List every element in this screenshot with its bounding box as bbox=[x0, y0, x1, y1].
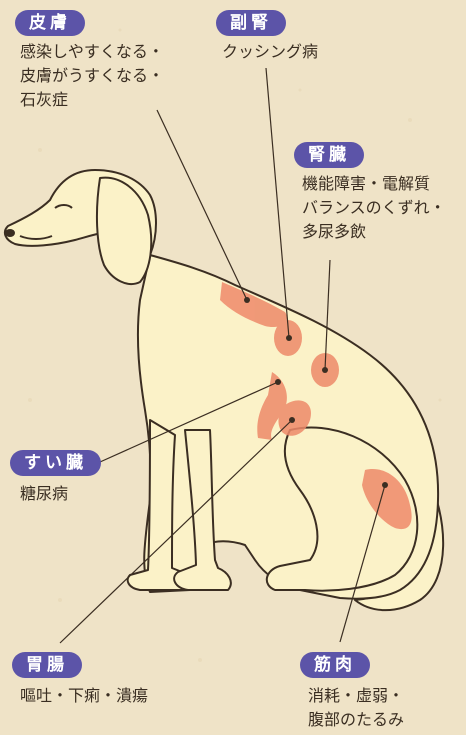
desc-skin: 感染しやすくなる・ 皮膚がうすくなる・ 石灰症 bbox=[20, 40, 164, 112]
label-skin: 皮膚 bbox=[15, 10, 85, 36]
desc-kidney-line-2: バランスのくずれ・ bbox=[302, 196, 446, 220]
label-kidney: 腎臓 bbox=[294, 142, 364, 168]
desc-gastro-line-1: 嘔吐・下痢・潰瘍 bbox=[20, 684, 148, 708]
desc-skin-line-3: 石灰症 bbox=[20, 88, 164, 112]
desc-muscle-line-1: 消耗・虚弱・ bbox=[308, 684, 404, 708]
desc-skin-line-2: 皮膚がうすくなる・ bbox=[20, 64, 164, 88]
label-gastro: 胃腸 bbox=[12, 652, 82, 678]
desc-kidney-line-3: 多尿多飲 bbox=[302, 220, 446, 244]
desc-kidney-line-1: 機能障害・電解質 bbox=[302, 172, 446, 196]
desc-skin-line-1: 感染しやすくなる・ bbox=[20, 40, 164, 64]
desc-adrenal: クッシング病 bbox=[222, 40, 318, 64]
desc-adrenal-line-1: クッシング病 bbox=[222, 40, 318, 64]
label-muscle: 筋肉 bbox=[300, 652, 370, 678]
desc-kidney: 機能障害・電解質 バランスのくずれ・ 多尿多飲 bbox=[302, 172, 446, 244]
desc-gastro: 嘔吐・下痢・潰瘍 bbox=[20, 684, 148, 708]
desc-muscle-line-2: 腹部のたるみ bbox=[308, 708, 404, 732]
label-adrenal: 副腎 bbox=[216, 10, 286, 36]
desc-pancreas-line-1: 糖尿病 bbox=[20, 482, 68, 506]
desc-muscle: 消耗・虚弱・ 腹部のたるみ bbox=[308, 684, 404, 732]
dog-nose bbox=[5, 229, 15, 237]
desc-pancreas: 糖尿病 bbox=[20, 482, 68, 506]
label-pancreas: すい臓 bbox=[10, 450, 101, 476]
